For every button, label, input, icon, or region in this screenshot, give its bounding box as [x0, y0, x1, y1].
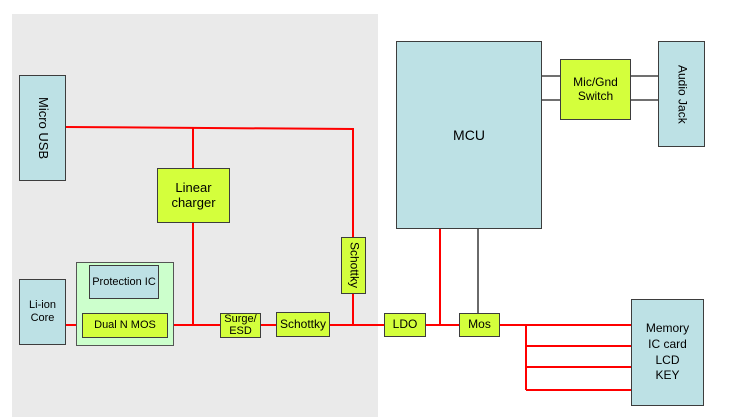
usb-rail	[65, 126, 354, 237]
surge-esd-block: Surge/ ESD	[220, 313, 261, 338]
schottky-vertical-label: Schottky	[347, 242, 362, 289]
peripheral-lcd: LCD	[655, 352, 680, 367]
dual-n-mos-block: Dual N MOS	[82, 313, 168, 338]
schottky-horizontal-block: Schottky	[276, 312, 330, 337]
linear-charger-label: Linear charger	[171, 179, 216, 210]
schottky-vertical-block: Schottky	[341, 237, 366, 294]
li-ion-core-block: Li-ion Core	[19, 279, 66, 345]
audio-jack-label: Audio Jack	[675, 64, 690, 124]
mcu-block: MCU	[396, 41, 542, 229]
dual-n-mos-label: Dual N MOS	[94, 319, 156, 332]
protection-ic-label: Protection IC	[92, 275, 156, 288]
linear-charger-block: Linear charger	[157, 168, 230, 223]
surge-esd-label: Surge/ ESD	[224, 313, 257, 337]
mos-block: Mos	[459, 313, 500, 337]
peripherals-block: Memory IC card LCD KEY	[631, 299, 704, 406]
mos-label: Mos	[468, 317, 491, 332]
ldo-label: LDO	[392, 317, 418, 332]
ldo-block: LDO	[384, 313, 426, 337]
micro-usb-label: Micro USB	[35, 96, 51, 160]
micro-usb-block: Micro USB	[19, 75, 66, 181]
peripheral-memory: Memory	[645, 321, 690, 336]
mic-gnd-switch-label: Mic/Gnd Switch	[573, 74, 618, 103]
schottky-horizontal-label: Schottky	[279, 316, 327, 331]
mic-gnd-switch-block: Mic/Gnd Switch	[560, 59, 631, 120]
protection-ic-block: Protection IC	[89, 265, 159, 299]
mcu-label: MCU	[453, 126, 485, 143]
peripheral-ic-card: IC card	[648, 336, 687, 351]
li-ion-core-label: Li-ion Core	[29, 299, 56, 324]
audio-jack-block: Audio Jack	[658, 41, 705, 147]
peripheral-key: KEY	[655, 368, 680, 383]
